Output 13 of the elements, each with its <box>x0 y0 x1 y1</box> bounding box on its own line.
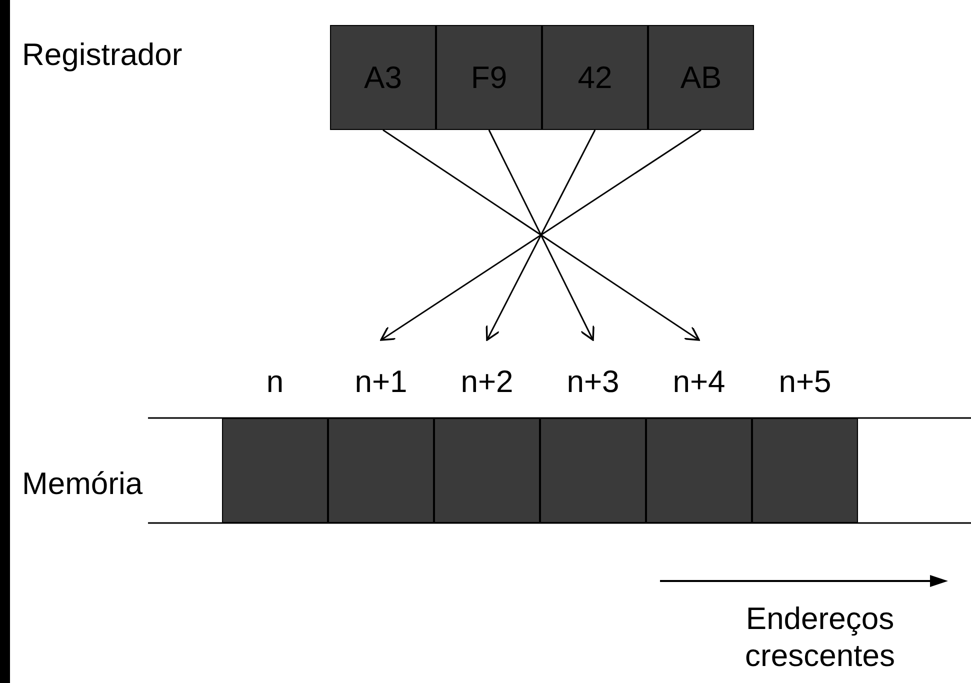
register-cell: AB <box>648 25 754 130</box>
address-label: n+2 <box>460 364 514 400</box>
address-label: n <box>266 364 284 400</box>
address-label: n+5 <box>778 364 832 400</box>
memory-label: Memória <box>22 465 143 502</box>
register-cell: 42 <box>542 25 648 130</box>
register-label: Registrador <box>22 36 182 74</box>
direction-label: Endereços crescentes <box>744 600 896 674</box>
register-cell: F9 <box>436 25 542 130</box>
address-label: n+1 <box>354 364 408 400</box>
register-cell: A3 <box>330 25 436 130</box>
address-label: n+3 <box>566 364 620 400</box>
address-label: n+4 <box>672 364 726 400</box>
